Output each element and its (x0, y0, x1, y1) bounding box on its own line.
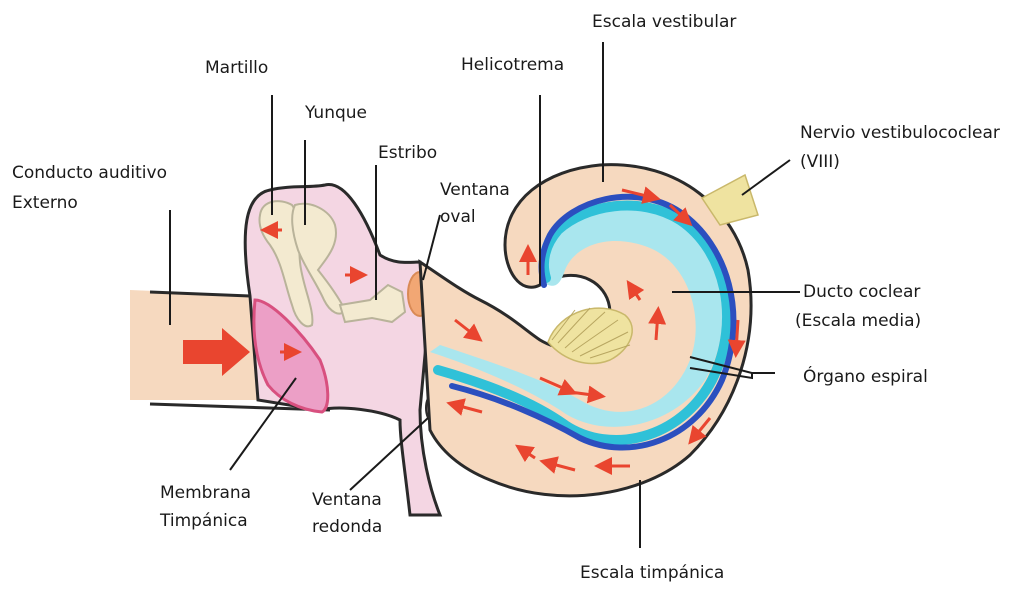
label-escala-timpanica: Escala timpánica (580, 563, 724, 583)
label-helicotrema: Helicotrema (461, 55, 564, 75)
label-ducto-2: (Escala media) (795, 311, 921, 331)
label-conducto-1: Conducto auditivo (12, 163, 167, 183)
label-nervio-2: (VIII) (800, 152, 840, 172)
label-yunque: Yunque (304, 103, 367, 123)
label-ventana-oval-1: Ventana (440, 180, 510, 200)
label-nervio-1: Nervio vestibulococlear (800, 123, 1000, 143)
label-ventana-oval-2: oval (440, 207, 476, 227)
leader-nervio (742, 160, 790, 195)
arrow-inner-2 (656, 312, 658, 340)
label-ventana-redonda-1: Ventana (312, 490, 382, 510)
label-estribo: Estribo (378, 143, 437, 163)
label-martillo: Martillo (205, 58, 268, 78)
arrow-right-1 (736, 320, 738, 352)
label-ducto-1: Ducto coclear (803, 282, 920, 302)
label-conducto-2: Externo (12, 193, 78, 213)
label-escala-vestibular: Escala vestibular (592, 12, 736, 32)
label-ventana-redonda-2: redonda (312, 517, 382, 537)
label-membrana-1: Membrana (160, 483, 251, 503)
label-organo: Órgano espiral (803, 365, 928, 387)
label-membrana-2: Timpánica (159, 511, 248, 531)
